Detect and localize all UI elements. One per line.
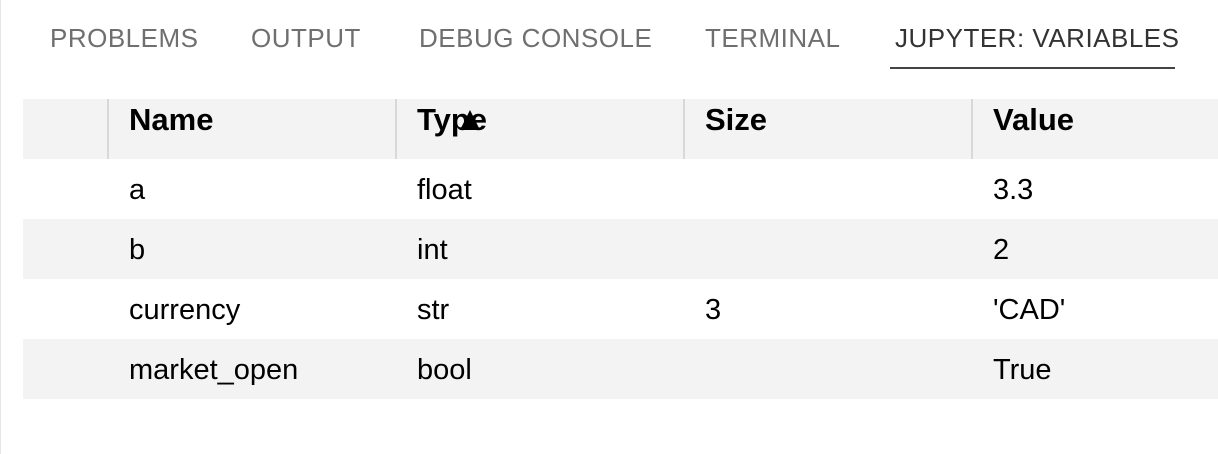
cell-value: 3.3 — [993, 174, 1034, 206]
tab-problems[interactable]: PROBLEMS — [50, 23, 199, 53]
cell-name: currency — [129, 294, 241, 326]
cell-value: 'CAD' — [993, 294, 1066, 326]
variables-grid: Name Type Size Value a float 3.3 b int 2… — [23, 99, 1218, 399]
table-row[interactable]: market_open bool True — [23, 339, 1218, 399]
column-header-size[interactable]: Size — [705, 102, 768, 137]
column-resize-handle[interactable] — [683, 99, 685, 159]
table-row[interactable]: b int 2 — [23, 219, 1218, 279]
table-row[interactable]: a float 3.3 — [23, 159, 1218, 219]
cell-size: 3 — [705, 294, 722, 326]
cell-name: a — [129, 174, 146, 206]
cell-name: market_open — [129, 354, 299, 386]
cell-type: float — [417, 174, 472, 206]
table-row[interactable]: currency str 3 'CAD' — [23, 279, 1218, 339]
tab-jupyter-variables[interactable]: JUPYTER: VARIABLES — [895, 23, 1180, 53]
tab-terminal[interactable]: TERMINAL — [705, 23, 841, 53]
sort-ascending-icon — [460, 110, 480, 130]
cell-name: b — [129, 234, 146, 266]
column-resize-handle[interactable] — [107, 99, 109, 159]
panel-left-border — [0, 0, 1, 454]
column-resize-handle[interactable] — [971, 99, 973, 159]
tab-output[interactable]: OUTPUT — [251, 23, 361, 53]
active-tab-indicator — [890, 67, 1175, 69]
cell-type: int — [417, 234, 448, 266]
column-header-value[interactable]: Value — [993, 102, 1074, 137]
cell-type: str — [417, 294, 450, 326]
cell-value: 2 — [993, 234, 1010, 266]
column-resize-handle[interactable] — [395, 99, 397, 159]
column-header-name[interactable]: Name — [129, 99, 480, 159]
panel-tab-bar: PROBLEMS OUTPUT DEBUG CONSOLE TERMINAL J… — [0, 0, 1218, 70]
column-header-name-label: Name — [129, 102, 214, 137]
cell-value: True — [993, 354, 1052, 386]
cell-type: bool — [417, 354, 472, 386]
grid-header-row: Name Type Size Value — [23, 99, 1218, 159]
tab-debug-console[interactable]: DEBUG CONSOLE — [419, 23, 653, 53]
column-header-type[interactable]: Type — [417, 102, 488, 137]
